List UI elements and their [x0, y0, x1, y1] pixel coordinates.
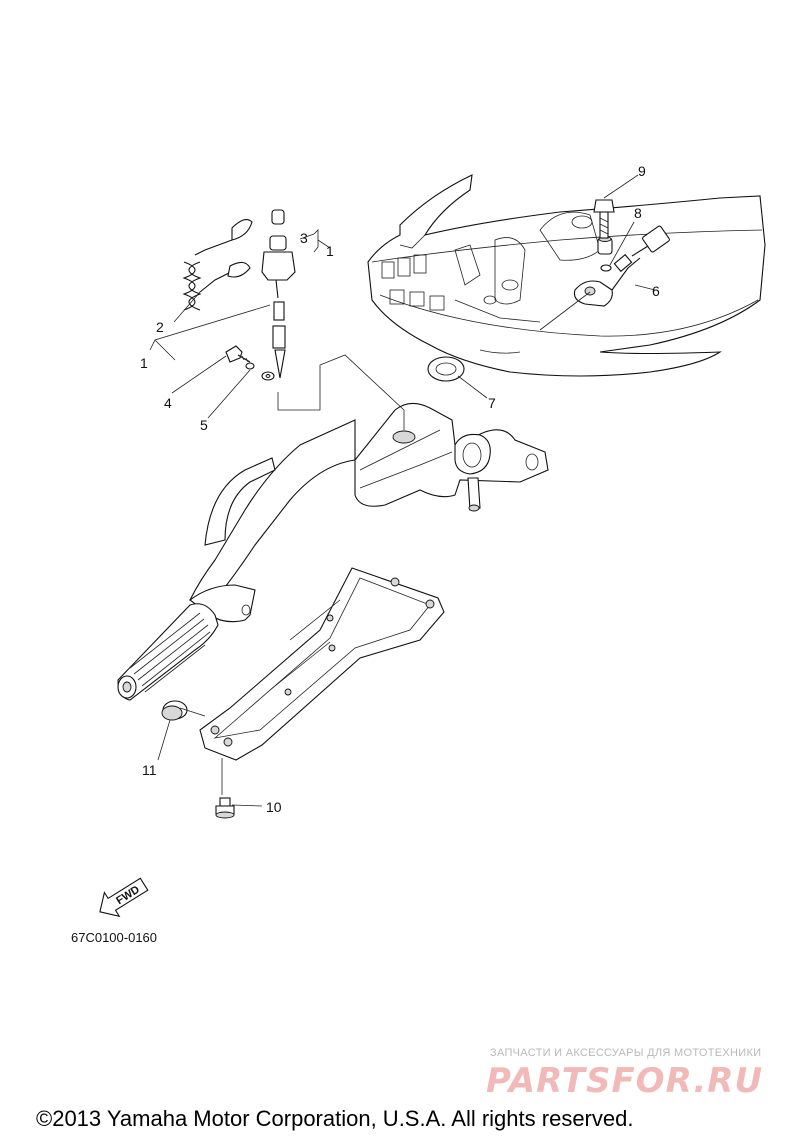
part-label-6: 6	[652, 283, 660, 299]
stop-switch-part	[261, 209, 296, 379]
leader-lines	[149, 174, 656, 807]
part-labels: 1 1 2 3 4 5 6 7 8 9 10 11	[140, 163, 660, 815]
grommet-part-7	[427, 356, 465, 382]
bolt-part-10	[215, 797, 235, 819]
part-label-1a: 1	[326, 243, 334, 259]
switch-harness-part-6	[573, 225, 670, 307]
part-label-1b: 1	[140, 355, 148, 371]
bottom-cover-drawing	[199, 567, 445, 761]
part-label-5: 5	[200, 417, 208, 433]
part-label-11: 11	[142, 762, 157, 778]
part-label-4: 4	[164, 395, 172, 411]
bolt-part-9	[593, 199, 615, 239]
cap-part-11	[161, 700, 188, 721]
part-label-2: 2	[156, 319, 164, 335]
engine-pan-drawing	[367, 174, 766, 377]
part-label-8: 8	[634, 205, 642, 221]
washer-part-5	[245, 362, 275, 381]
lanyard-cord-part	[182, 219, 253, 311]
watermark-logo: PARTSFOR.RU	[486, 1061, 763, 1101]
tiller-handle-drawing	[117, 402, 549, 701]
part-label-7: 7	[488, 395, 496, 411]
part-label-3: 3	[300, 230, 308, 246]
fwd-arrow-icon: FWD	[99, 877, 149, 918]
drawing-code: 67C0100-0160	[71, 930, 157, 945]
copyright-notice: ©2013 Yamaha Motor Corporation, U.S.A. A…	[36, 1106, 633, 1131]
watermark-tagline: ЗАПЧАСТИ И АКСЕССУАРЫ ДЛЯ МОТОТЕХНИКИ	[490, 1047, 761, 1059]
part-label-10: 10	[266, 799, 282, 815]
screw-part-4	[225, 345, 251, 363]
part-label-9: 9	[638, 163, 646, 179]
